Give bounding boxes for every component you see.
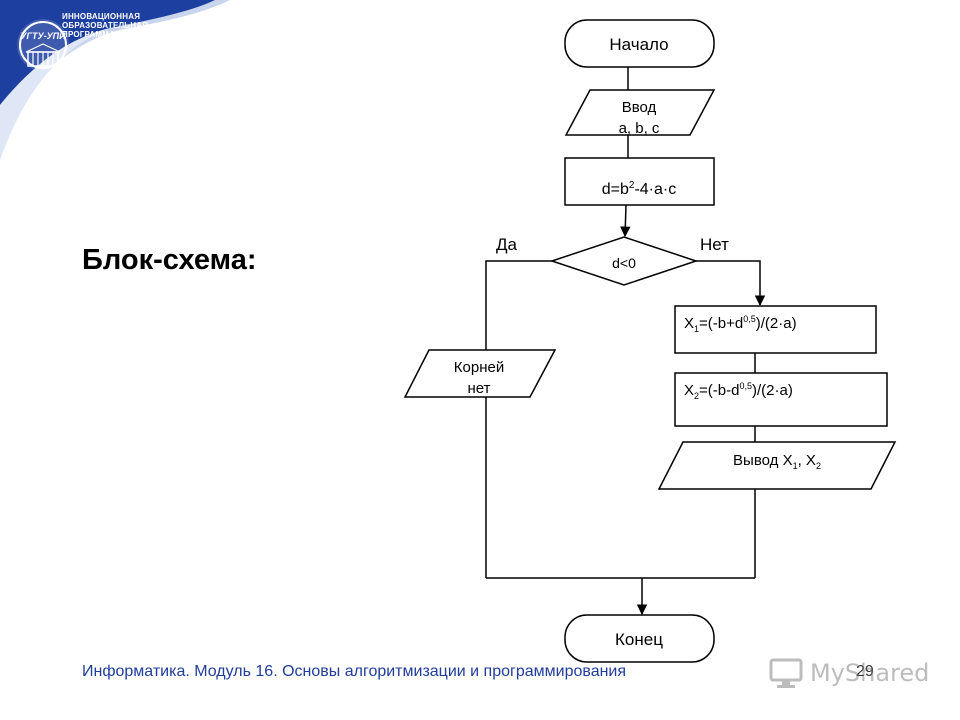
banner-graphic xyxy=(0,0,230,160)
no-roots-output xyxy=(403,349,557,398)
input-label-line-2: a, b, c xyxy=(619,120,660,137)
footer-course-title: Информатика. Модуль 16. Основы алгоритми… xyxy=(82,663,627,680)
connector-yes-branch xyxy=(485,260,552,350)
watermark: MyShared xyxy=(768,656,930,692)
banner-title-line-2: ОБРАЗОВАТЕЛЬНАЯ xyxy=(62,21,149,30)
x2-post: )/(2·a) xyxy=(752,382,793,399)
x2-var: X xyxy=(684,382,694,399)
no-roots-line-2: нет xyxy=(468,380,491,397)
x1-exponent: 0,5 xyxy=(743,314,756,324)
yes-label: Да xyxy=(496,235,518,254)
x2-pre: =(-b-d xyxy=(699,382,739,399)
calc-d-exponent: 2 xyxy=(629,180,635,191)
x2-formula: X2=(-b-d0,5)/(2·a) xyxy=(684,381,793,401)
input-parallelogram xyxy=(564,89,716,136)
x1-subscript: 1 xyxy=(694,324,699,334)
output-sub-2: 2 xyxy=(816,461,821,471)
x2-subscript: 2 xyxy=(694,391,699,401)
calc-d-label: d=b2-4·a·c xyxy=(602,180,676,198)
banner-title-line-3: ПРОГРАММА xyxy=(62,30,116,39)
output-parallelogram xyxy=(657,441,897,490)
connector-calc-condition xyxy=(620,204,631,238)
condition-label: d<0 xyxy=(612,255,636,271)
output-sub-1: 1 xyxy=(793,461,798,471)
no-label: Нет xyxy=(700,235,729,254)
program-banner: ИННОВАЦИОННАЯ ОБРАЗОВАТЕЛЬНАЯ ПРОГРАММА … xyxy=(0,0,230,160)
start-label: Начало xyxy=(609,35,668,54)
no-roots-line-1: Корней xyxy=(454,359,504,376)
connector-no-branch xyxy=(696,260,766,307)
x1-process xyxy=(674,305,877,354)
output-label: Вывод X1, X2 xyxy=(733,452,821,471)
condition-decision xyxy=(549,236,699,286)
monitor-icon xyxy=(769,658,803,688)
output-pre: Вывод X xyxy=(733,452,793,469)
calc-d-base: d=b xyxy=(602,181,629,198)
banner-title-line-1: ИННОВАЦИОННАЯ xyxy=(62,12,141,21)
x1-pre: =(-b+d xyxy=(699,315,743,332)
page-number: 29 xyxy=(856,663,874,680)
university-logo-text: УГТУ-УПИ xyxy=(20,31,66,41)
calc-d-rest: -4·a·c xyxy=(634,181,676,198)
x2-process xyxy=(674,372,888,427)
end-label: Конец xyxy=(615,630,663,649)
start-terminal xyxy=(564,19,715,68)
slide-heading: Блок-схема: xyxy=(82,244,257,276)
x2-exponent: 0,5 xyxy=(739,381,752,391)
x1-var: X xyxy=(684,315,694,332)
x1-formula: X1=(-b+d0,5)/(2·a) xyxy=(684,314,797,334)
input-label-line-1: Ввод xyxy=(622,99,657,116)
output-mid: , X xyxy=(798,452,816,469)
watermark-text: MyShared xyxy=(810,659,930,687)
end-terminal xyxy=(564,614,715,663)
calc-d-process xyxy=(564,157,715,206)
x1-post: )/(2·a) xyxy=(756,315,797,332)
